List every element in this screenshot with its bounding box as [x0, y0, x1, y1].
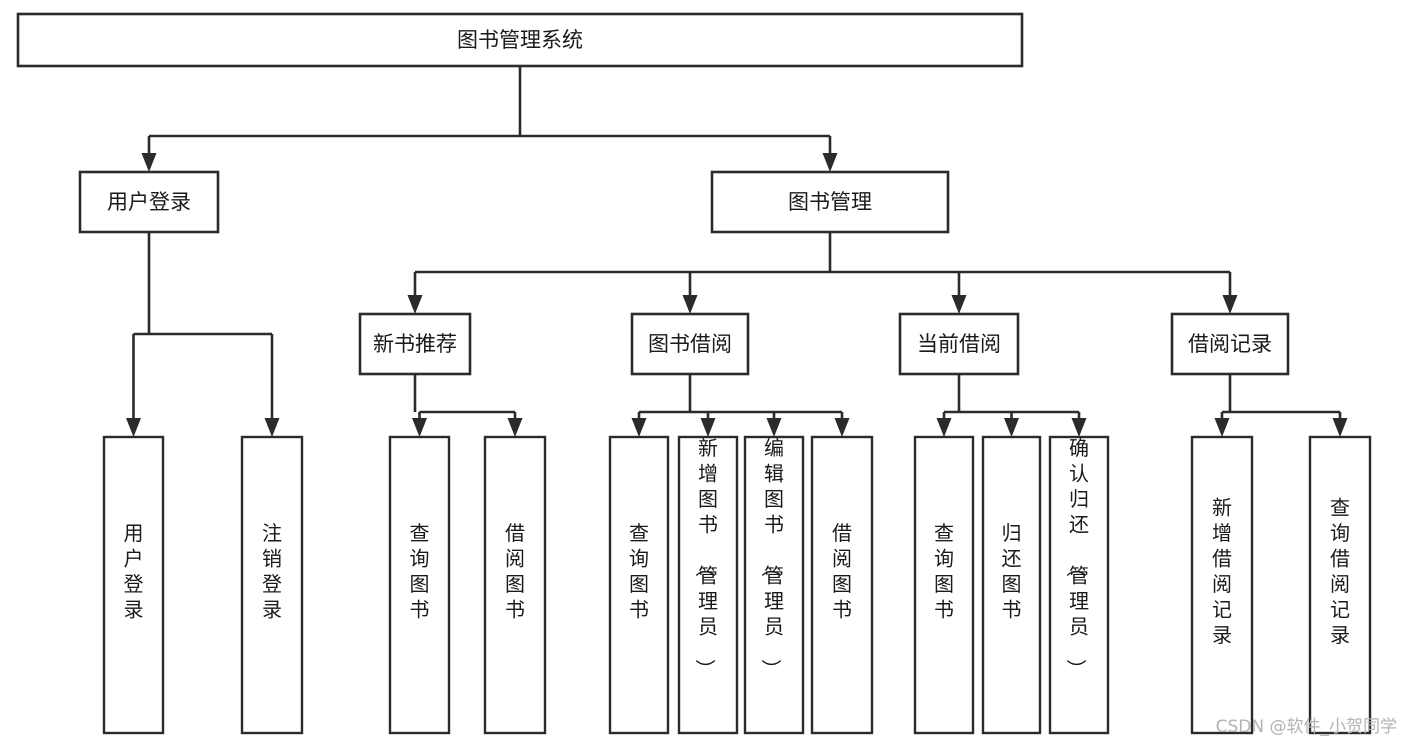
node-leaf-11-box[interactable]	[1190, 435, 1254, 735]
node-leaf-11[interactable]: 新增借阅记录	[1190, 435, 1254, 735]
node-level3-0-label: 新书推荐	[373, 332, 457, 356]
node-leaf-6-label: 编辑图书（管理员）	[759, 436, 784, 679]
node-leaf-7[interactable]: 借阅图书	[810, 435, 874, 735]
node-level3-2-box[interactable]	[898, 312, 1020, 376]
node-level3-1-box[interactable]	[630, 312, 750, 376]
node-leaf-4-label: 查询图书	[629, 521, 649, 622]
node-leaf-5[interactable]: 新增图书（管理员）	[677, 435, 739, 735]
node-leaf-9[interactable]: 归还图书	[981, 435, 1042, 735]
node-level3-1-label: 图书借阅	[648, 332, 732, 356]
node-level3-2-label: 当前借阅	[917, 332, 1001, 356]
node-leaf-2-label: 查询图书	[410, 521, 430, 622]
node-leaf-2[interactable]: 查询图书	[388, 435, 451, 735]
node-level2-0-box[interactable]	[78, 170, 220, 234]
node-leaf-5-box[interactable]	[677, 435, 739, 735]
node-level3-3[interactable]: 借阅记录	[1170, 312, 1290, 376]
node-leaf-6[interactable]: 编辑图书（管理员）	[743, 435, 805, 735]
node-leaf-4-box[interactable]	[608, 435, 670, 735]
node-leaf-8-box[interactable]	[913, 435, 975, 735]
node-level2-1[interactable]: 图书管理	[710, 170, 950, 234]
node-leaf-7-box[interactable]	[810, 435, 874, 735]
node-level3-0[interactable]: 新书推荐	[358, 312, 472, 376]
node-leaf-10-box[interactable]	[1048, 435, 1110, 735]
node-root-system-label: 图书管理系统	[457, 28, 583, 52]
node-leaf-8-label: 查询图书	[934, 521, 954, 622]
node-leaf-12-box[interactable]	[1308, 435, 1372, 735]
node-leaf-10[interactable]: 确认归还（管理员）	[1048, 435, 1110, 735]
node-level2-1-box[interactable]	[710, 170, 950, 234]
connector-layer	[126, 66, 1348, 437]
node-level2-0-label: 用户登录	[107, 190, 191, 214]
node-leaf-8[interactable]: 查询图书	[913, 435, 975, 735]
csdn-watermark: CSDN @软件_小贺同学	[1216, 717, 1397, 737]
node-leaf-1[interactable]: 注销登录	[240, 435, 304, 735]
node-leaf-5-label: 新增图书（管理员）	[693, 436, 718, 679]
node-leaf-12[interactable]: 查询借阅记录	[1308, 435, 1372, 735]
node-leaf-1-label: 注销登录	[262, 521, 282, 622]
node-level3-0-box[interactable]	[358, 312, 472, 376]
node-level3-1[interactable]: 图书借阅	[630, 312, 750, 376]
node-leaf-3-box[interactable]	[483, 435, 547, 735]
node-root-system[interactable]: 图书管理系统	[16, 12, 1024, 68]
node-leaf-3[interactable]: 借阅图书	[483, 435, 547, 735]
node-level2-1-label: 图书管理	[788, 190, 872, 214]
node-leaf-0-label: 用户登录	[124, 521, 144, 622]
node-leaf-11-label: 新增借阅记录	[1212, 496, 1232, 648]
node-level3-3-label: 借阅记录	[1188, 332, 1272, 356]
node-leaf-1-box[interactable]	[240, 435, 304, 735]
node-leaf-9-label: 归还图书	[1002, 521, 1022, 622]
node-leaf-9-box[interactable]	[981, 435, 1042, 735]
node-leaf-2-box[interactable]	[388, 435, 451, 735]
node-level3-3-box[interactable]	[1170, 312, 1290, 376]
node-leaf-0[interactable]: 用户登录	[102, 435, 165, 735]
node-root-system-box[interactable]	[16, 12, 1024, 68]
node-leaf-7-label: 借阅图书	[832, 521, 852, 622]
node-leaf-10-label: 确认归还（管理员）	[1064, 436, 1089, 679]
node-leaf-4[interactable]: 查询图书	[608, 435, 670, 735]
node-leaf-0-box[interactable]	[102, 435, 165, 735]
node-level2-0[interactable]: 用户登录	[78, 170, 220, 234]
node-leaf-12-label: 查询借阅记录	[1330, 496, 1350, 648]
node-layer: 图书管理系统用户登录图书管理新书推荐图书借阅当前借阅借阅记录用户登录注销登录查询…	[16, 12, 1372, 735]
node-leaf-3-label: 借阅图书	[505, 521, 525, 622]
node-leaf-6-box[interactable]	[743, 435, 805, 735]
node-level3-2[interactable]: 当前借阅	[898, 312, 1020, 376]
